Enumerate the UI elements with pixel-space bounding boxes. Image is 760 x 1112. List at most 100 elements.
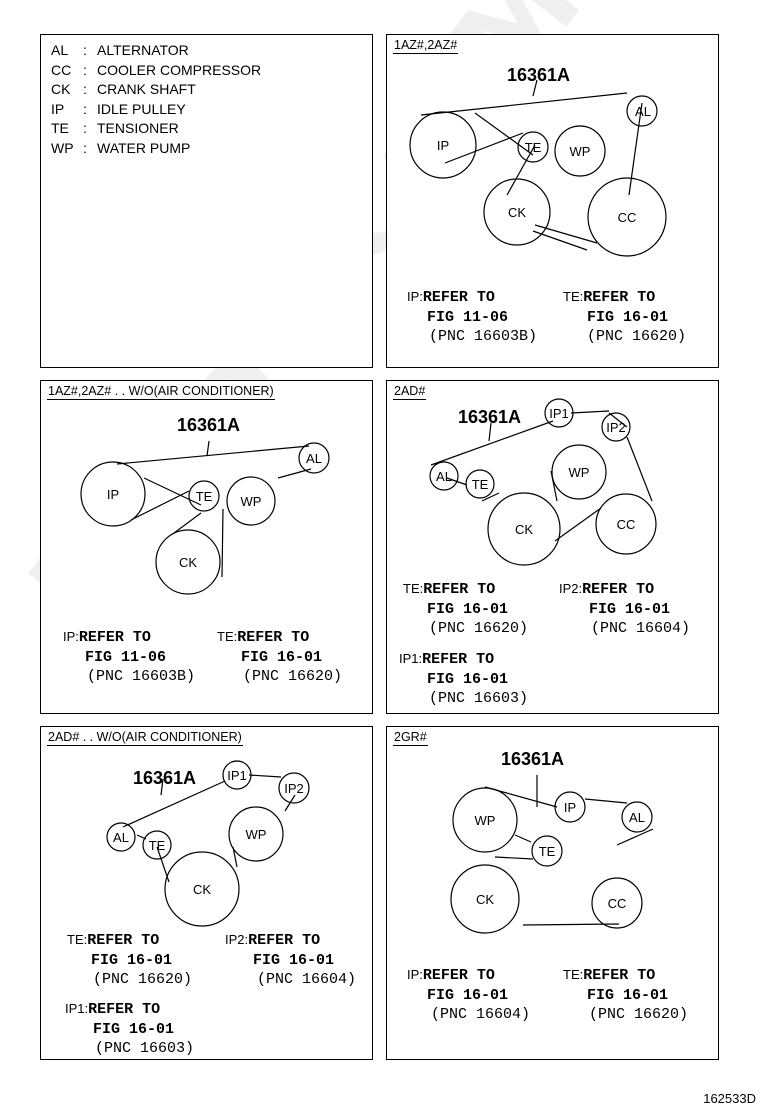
panel-title: 2AD# . . W/O(AIR CONDITIONER): [47, 730, 243, 746]
svg-text:TE: TE: [196, 489, 213, 504]
svg-text:WP: WP: [475, 813, 496, 828]
pulley-te: [517, 131, 549, 163]
svg-text:IP1: IP1: [227, 768, 247, 783]
belt-diagram: 16361A IP TE AL WP CK: [80, 415, 330, 595]
svg-text:IP2: IP2: [606, 420, 626, 435]
panel-title: 2GR#: [393, 730, 428, 746]
pulley-cc: [587, 177, 667, 257]
pulley-ip1: [544, 398, 574, 428]
svg-text:CK: CK: [193, 882, 211, 897]
svg-text:CK: CK: [508, 205, 526, 220]
ref-note-te: TE:REFER TO FIG 16-01 (PNC 16620): [563, 289, 687, 345]
part-number: 16361A: [458, 407, 521, 427]
pulley-al: [298, 442, 330, 474]
pulley-ip2: [278, 772, 310, 804]
pulley-ck: [450, 864, 520, 934]
svg-text:AL: AL: [306, 451, 322, 466]
panel-title: 1AZ#,2AZ# . . W/O(AIR CONDITIONER): [47, 384, 275, 400]
svg-text:AL: AL: [113, 830, 129, 845]
svg-text:TE: TE: [472, 477, 489, 492]
svg-text:AL: AL: [629, 810, 645, 825]
pulley-cc: [591, 877, 643, 929]
svg-text:CK: CK: [179, 555, 197, 570]
pulley-ck: [164, 851, 240, 927]
ref-note-ip: IP:REFER TO FIG 16-01 (PNC 16604): [407, 967, 531, 1023]
pulley-te: [142, 830, 172, 860]
svg-text:WP: WP: [241, 494, 262, 509]
pulley-wp: [551, 444, 607, 500]
legend-item: CK:CRANK SHAFT: [51, 81, 196, 97]
svg-text:TE: TE: [525, 140, 542, 155]
legend-item: IP:IDLE PULLEY: [51, 100, 186, 117]
pulley-wp: [226, 476, 276, 526]
svg-text:CK: CK: [476, 892, 494, 907]
legend-panel: AL:ALTERNATOR CC:COOLER COMPRESSOR CK:CR…: [40, 34, 373, 368]
pulley-al: [621, 801, 653, 833]
belt-diagram: 16361A IP TE AL WP CK CC: [409, 65, 667, 257]
legend-list: AL:ALTERNATOR CC:COOLER COMPRESSOR CK:CR…: [51, 41, 261, 158]
part-number: 16361A: [507, 65, 570, 85]
pulley-al: [626, 95, 658, 127]
svg-text:IP: IP: [437, 138, 449, 153]
panel-1az-2az-wo-ac: 1AZ#,2AZ# . . W/O(AIR CONDITIONER) 16361…: [40, 380, 373, 714]
svg-text:CC: CC: [617, 517, 636, 532]
svg-text:WP: WP: [570, 144, 591, 159]
pulley-ip: [409, 111, 477, 179]
ref-note-ip1: IP1:REFER TO FIG 16-01 (PNC 16603): [399, 651, 529, 707]
part-number: 16361A: [177, 415, 240, 435]
pulley-ck: [155, 529, 221, 595]
pulley-ip1: [222, 760, 252, 790]
ref-note-ip2: IP2:REFER TO FIG 16-01 (PNC 16604): [559, 581, 691, 637]
svg-text:IP: IP: [564, 800, 576, 815]
part-number: 16361A: [501, 749, 564, 769]
svg-text:AL: AL: [436, 469, 452, 484]
pulley-wp: [228, 806, 284, 862]
svg-text:IP1: IP1: [549, 406, 569, 421]
pulley-ck: [487, 492, 561, 566]
svg-text:IP: IP: [107, 487, 119, 502]
panel-2ad-wo-ac: 2AD# . . W/O(AIR CONDITIONER) 16361A IP1…: [40, 726, 373, 1060]
svg-text:AL: AL: [635, 104, 651, 119]
legend-item: AL:ALTERNATOR: [51, 42, 189, 58]
ref-note-ip: IP:REFER TO FIG 11-06 (PNC 16603B): [407, 289, 538, 345]
svg-text:WP: WP: [246, 827, 267, 842]
diagram-code: 162533D: [703, 1091, 756, 1106]
pulley-al: [429, 461, 459, 491]
svg-text:CC: CC: [608, 896, 627, 911]
svg-text:WP: WP: [569, 465, 590, 480]
svg-text:TE: TE: [149, 838, 166, 853]
pulley-ip: [80, 461, 146, 527]
panel-title: 2AD#: [393, 384, 427, 400]
ref-note-te: TE:REFER TO FIG 16-01 (PNC 16620): [563, 967, 689, 1023]
panel-2gr: 2GR# 16361A WP IP AL TE CK CC IP:REF: [386, 726, 719, 1060]
pulley-wp: [554, 125, 606, 177]
svg-text:CK: CK: [515, 522, 533, 537]
svg-text:TE: TE: [539, 844, 556, 859]
belt-diagram: 16361A IP1 IP2 AL TE WP CK CC: [429, 398, 657, 566]
ref-note-ip: IP:REFER TO FIG 11-06 (PNC 16603B): [63, 629, 196, 685]
legend-item: WP:WATER PUMP: [51, 139, 191, 156]
pulley-te: [465, 469, 495, 499]
ref-note-te: TE:REFER TO FIG 16-01 (PNC 16620): [403, 581, 529, 637]
pulley-te: [188, 480, 220, 512]
ref-note-ip2: IP2:REFER TO FIG 16-01 (PNC 16604): [225, 932, 357, 988]
ref-note-te: TE:REFER TO FIG 16-01 (PNC 16620): [67, 932, 193, 988]
pulley-ck: [483, 178, 551, 246]
pulley-te: [531, 835, 563, 867]
belt-diagram: 16361A IP1 IP2 AL TE WP CK: [106, 760, 310, 927]
legend-item: TE:TENSIONER: [51, 120, 179, 136]
svg-text:CC: CC: [618, 210, 637, 225]
pulley-ip: [554, 791, 586, 823]
legend-item: CC:COOLER COMPRESSOR: [51, 61, 262, 78]
pulley-wp: [452, 787, 518, 853]
panel-2ad: 2AD# 16361A IP1 IP2 AL TE WP C: [386, 380, 719, 714]
pulley-al: [106, 822, 136, 852]
panel-title: 1AZ#,2AZ#: [393, 38, 459, 54]
ref-note-te: TE:REFER TO FIG 16-01 (PNC 16620): [217, 629, 343, 685]
ref-note-ip1: IP1:REFER TO FIG 16-01 (PNC 16603): [65, 1001, 195, 1057]
svg-text:IP2: IP2: [284, 781, 304, 796]
belt-diagram: 16361A WP IP AL TE CK CC: [450, 749, 654, 934]
panel-1az-2az: 1AZ#,2AZ# 16361A IP TE AL WP CK CC: [386, 34, 719, 368]
pulley-cc: [595, 493, 657, 555]
part-number: 16361A: [133, 768, 196, 788]
